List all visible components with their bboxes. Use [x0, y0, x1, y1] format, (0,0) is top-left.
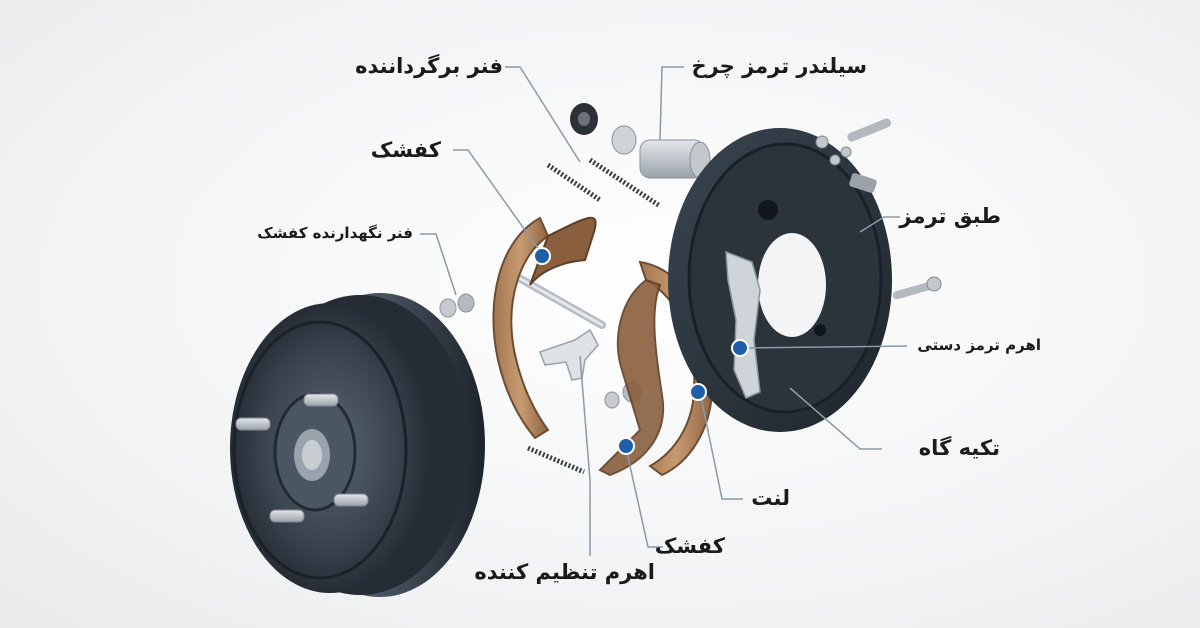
leader-return-spring: [505, 66, 581, 163]
label-wheel-cylinder: سیلندر ترمز چرخ: [691, 54, 867, 78]
leader-lines: [420, 66, 908, 556]
label-anchor: تکیه گاه: [918, 436, 1000, 460]
wheel-cylinder-parts: [570, 103, 711, 179]
label-parking-lever: اهرم ترمز دستی: [917, 336, 1041, 354]
leader-lining: [699, 391, 743, 500]
callout-markers: [533, 247, 749, 455]
label-backing-plate: طبق ترمز: [899, 204, 1001, 228]
marker-lining: [689, 383, 707, 401]
adjuster-rod: [501, 266, 606, 329]
leader-anchor: [789, 387, 882, 450]
label-return-spring: فنر برگرداننده: [355, 54, 503, 78]
backing-plate: [668, 128, 892, 432]
marker-shoe-top: [533, 247, 551, 265]
small-bolts: [815, 135, 942, 300]
leader-wheel-cylinder: [659, 66, 684, 141]
marker-parking-lever: [731, 339, 749, 357]
label-shoe-hold-spring: فنر نگهدارنده کفشک: [257, 224, 413, 242]
brake-drum: [230, 293, 485, 597]
adjuster-lever: [539, 328, 599, 381]
adjuster-spring-bottom: [527, 445, 585, 475]
leader-parking-lever: [743, 345, 908, 349]
marker-shoe-bottom: [617, 437, 635, 455]
bleeder-screw: [847, 118, 891, 142]
wheel-studs: [235, 393, 369, 523]
label-lining: لنت: [751, 486, 790, 510]
label-shoe-bottom: کفشک: [654, 534, 725, 558]
leader-backing-plate: [859, 216, 900, 233]
brake-shoe-left: [492, 216, 597, 440]
label-adjuster-lever: اهرم تنظیم کننده: [474, 560, 655, 584]
return-spring-top: [546, 157, 662, 209]
leader-hold-spring: [420, 233, 457, 296]
leader-shoe-bottom: [625, 447, 663, 548]
parking-brake-lever: [725, 250, 761, 399]
label-shoe-top: کفشک: [370, 138, 441, 162]
leader-adjuster: [579, 355, 591, 556]
leader-shoe-top: [453, 149, 543, 255]
